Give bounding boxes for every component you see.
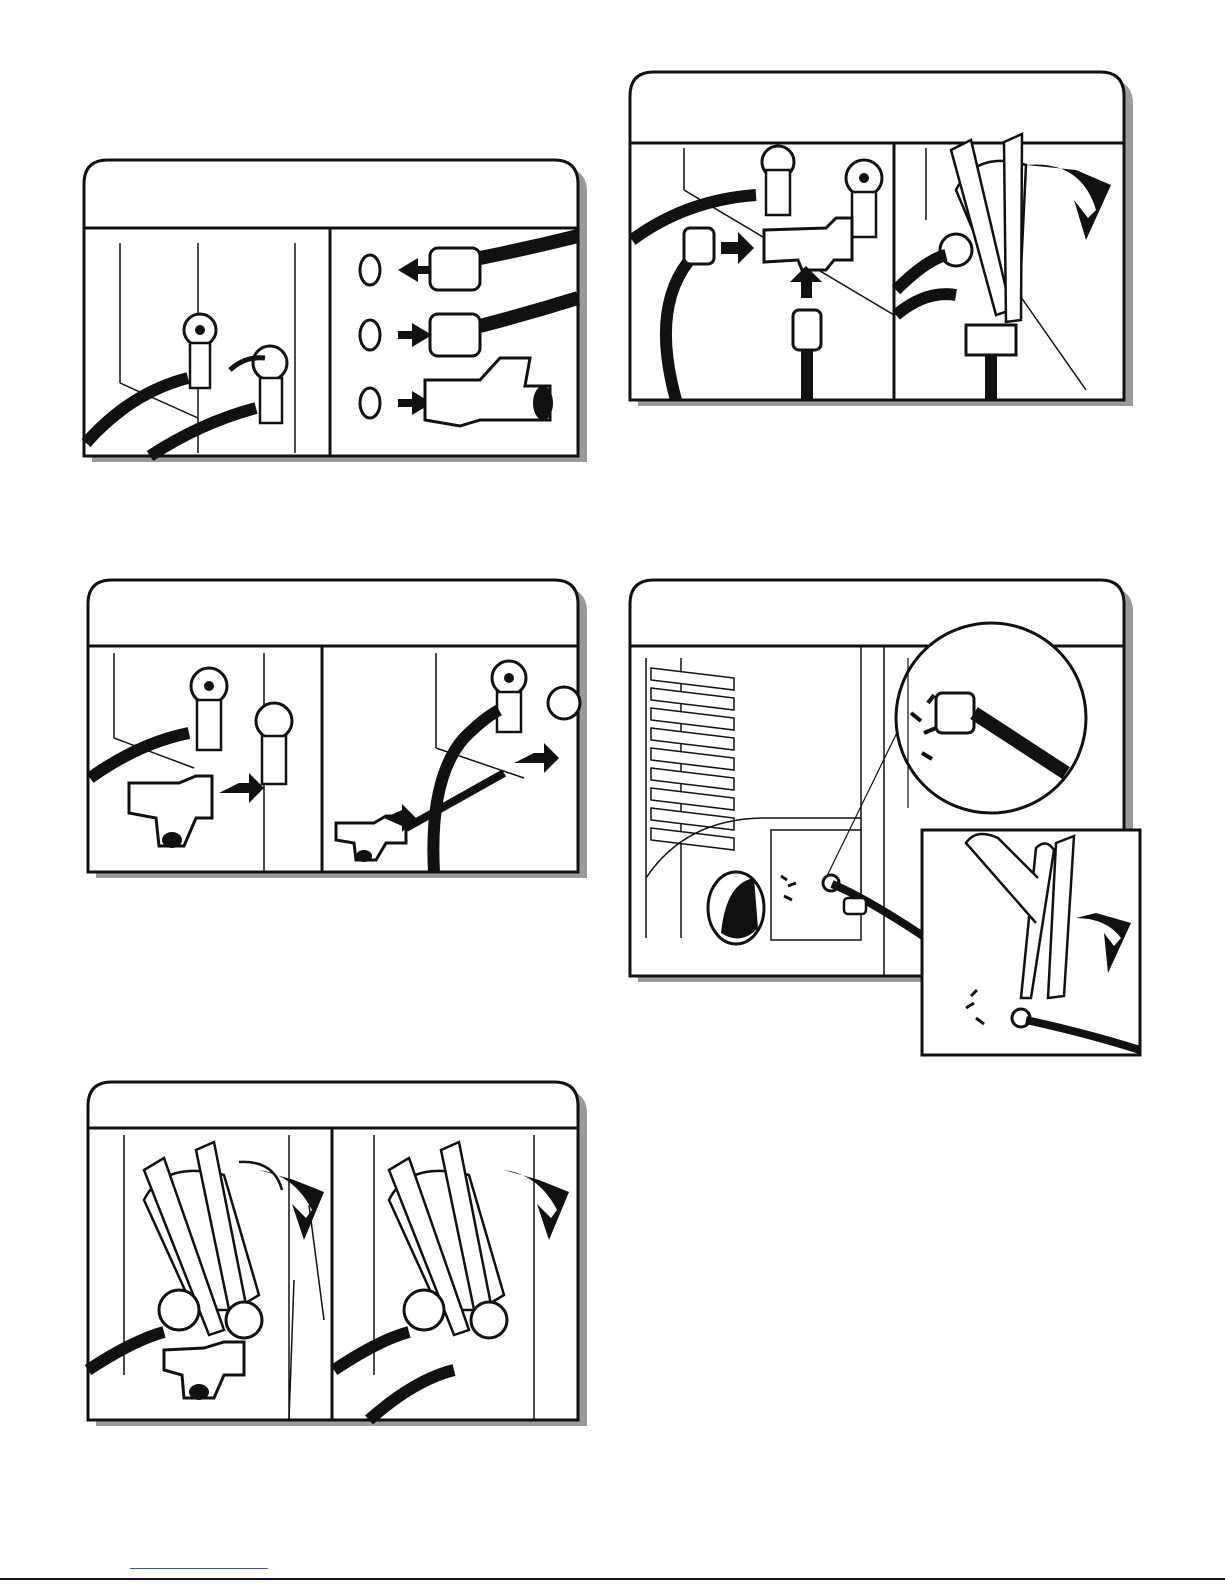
panel-tighten-wye xyxy=(84,1080,584,1428)
illustration-connect-wye xyxy=(84,578,584,878)
panel-connect-wye xyxy=(84,578,584,878)
panel-connect-to-dryer-inlet xyxy=(626,578,1146,1058)
footer-link-underline[interactable] xyxy=(130,1568,268,1569)
illustration-connect-hoses-to-wye xyxy=(626,70,1131,405)
panel-remove-hoses xyxy=(80,158,585,463)
footer-rule xyxy=(0,1578,1225,1580)
illustration-remove-hoses xyxy=(80,158,585,463)
illustration-connect-to-dryer-inlet xyxy=(626,578,1146,1058)
panel-connect-hoses-to-wye xyxy=(626,70,1131,405)
illustration-tighten-wye xyxy=(84,1080,584,1428)
